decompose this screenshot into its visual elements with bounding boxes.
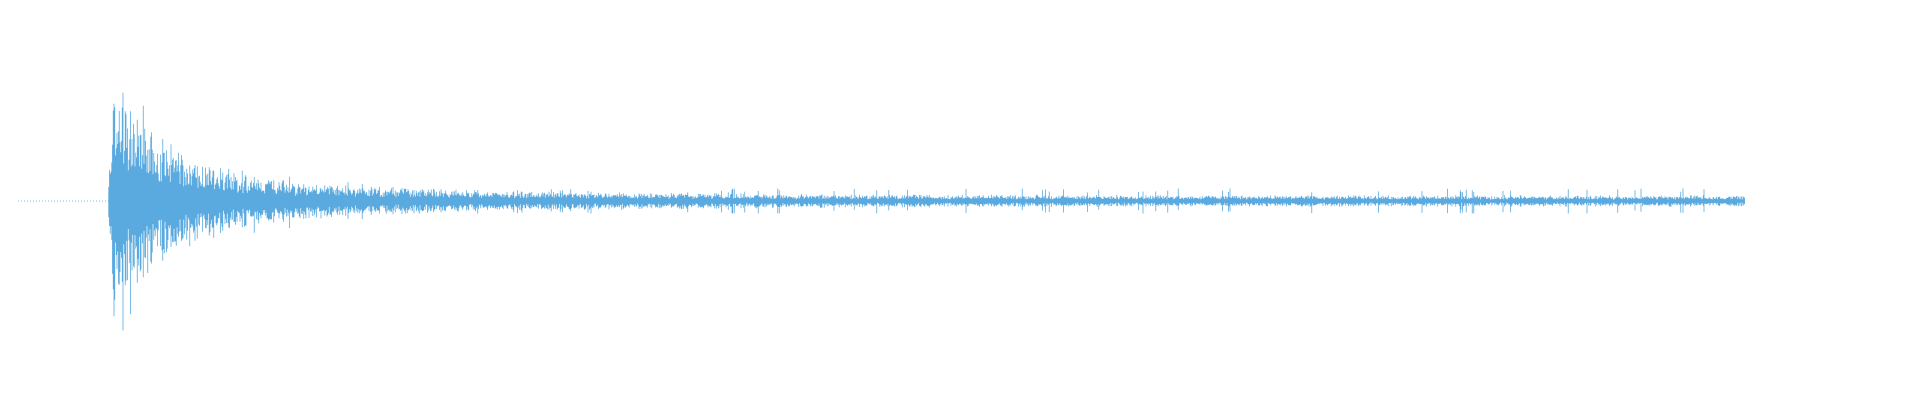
- waveform-samples: [108, 92, 1745, 331]
- waveform-strokes: [18, 92, 1745, 331]
